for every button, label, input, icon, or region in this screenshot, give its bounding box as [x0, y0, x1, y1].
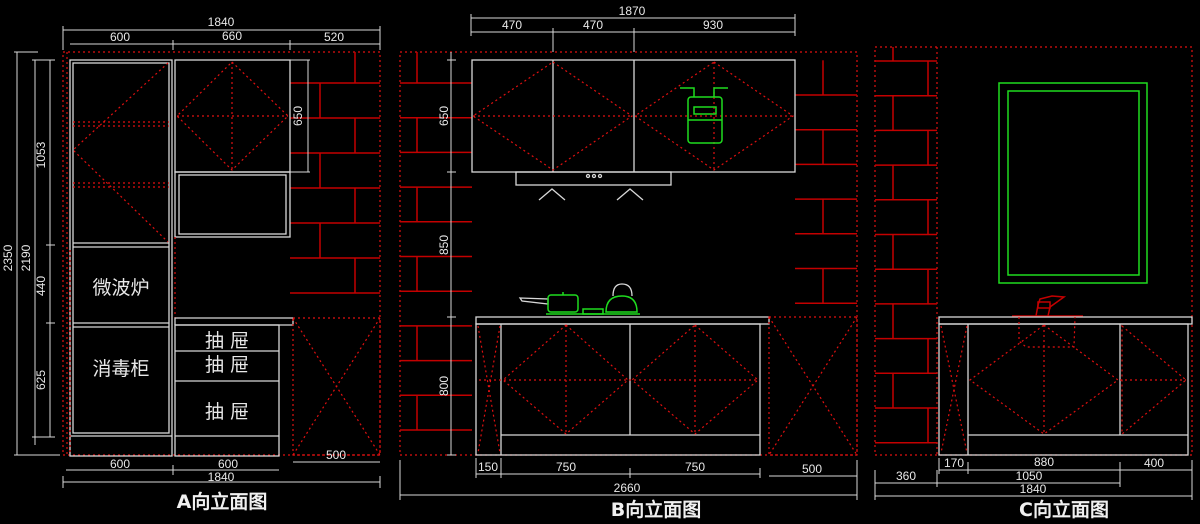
dimensions [874, 458, 1193, 500]
elevation-title: C向立面图 [1019, 498, 1109, 521]
brick-wall [400, 52, 857, 431]
elevation-c: 170 880 400 360 1050 1840 C向立面图 [874, 46, 1193, 521]
dim-label: 470 [502, 18, 522, 32]
dimensions-top [62, 26, 381, 173]
faucet-icon [1012, 295, 1083, 317]
drawer-label: 抽 屉 [205, 354, 249, 376]
dim-label: 500 [802, 462, 822, 476]
dim-label: 2190 [19, 244, 33, 271]
dim-label: 360 [896, 469, 916, 483]
brick-wall [875, 47, 937, 444]
dim-label: 750 [685, 460, 705, 474]
dimensions [399, 14, 858, 500]
dim-label: 850 [437, 235, 451, 255]
upper-cabinet [174, 59, 291, 318]
dim-label: 1870 [619, 4, 646, 18]
side-box-500 [768, 316, 858, 456]
mirror-icon [998, 82, 1148, 284]
dim-label: 2660 [614, 481, 641, 495]
dim-label: 880 [1034, 455, 1054, 469]
cookware-icon [518, 283, 640, 315]
dimensions-bottom [62, 461, 381, 488]
dimensions-left [14, 51, 60, 456]
dim-label: 625 [34, 370, 48, 390]
tall-cabinet [69, 59, 173, 457]
drawer-label: 抽 屉 [205, 401, 249, 423]
dim-label: 2350 [1, 244, 15, 271]
upper-cabinets [471, 59, 796, 173]
dim-label: 800 [437, 376, 451, 396]
wall-outline [874, 46, 1193, 456]
dim-label: 1840 [208, 15, 235, 29]
range-hood-icon [515, 171, 672, 201]
dim-label: 150 [478, 460, 498, 474]
dim-label: 520 [324, 30, 344, 44]
dim-label: 650 [437, 106, 451, 126]
gas-meter-icon [680, 87, 728, 144]
dim-label: 1840 [1020, 482, 1047, 496]
dim-label: 1840 [208, 470, 235, 484]
base-cabinet [475, 316, 770, 456]
dim-label: 470 [583, 18, 603, 32]
brick-wall [290, 52, 380, 294]
dim-label: 500 [326, 448, 346, 462]
elevation-a: 微波炉 消毒柜 抽 屉 抽 屉 抽 屉 1840 600 660 520 650… [1, 15, 381, 513]
elevation-title: A向立面图 [177, 490, 268, 513]
dim-label: 440 [34, 276, 48, 296]
dim-label: 170 [944, 456, 964, 470]
dim-label: 1050 [1016, 469, 1043, 483]
vanity-cabinet [938, 316, 1193, 456]
dim-label: 600 [110, 30, 130, 44]
dim-label: 1053 [34, 141, 48, 168]
dim-label: 650 [291, 106, 305, 126]
dim-label: 600 [218, 457, 238, 471]
dim-label: 750 [556, 460, 576, 474]
side-box-500 [292, 317, 381, 456]
sterilizer-label: 消毒柜 [92, 358, 149, 380]
dim-label: 930 [703, 18, 723, 32]
dim-label: 400 [1144, 456, 1164, 470]
microwave-label: 微波炉 [92, 277, 149, 299]
elevation-title: B向立面图 [611, 498, 701, 521]
sink-outline [1018, 316, 1076, 348]
wall-outline [62, 51, 381, 456]
elevation-b: 1870 470 470 930 650 850 800 150 750 750… [399, 4, 858, 521]
drawer-label: 抽 屉 [205, 330, 249, 352]
dim-label: 600 [110, 457, 130, 471]
dim-label: 660 [222, 29, 242, 43]
